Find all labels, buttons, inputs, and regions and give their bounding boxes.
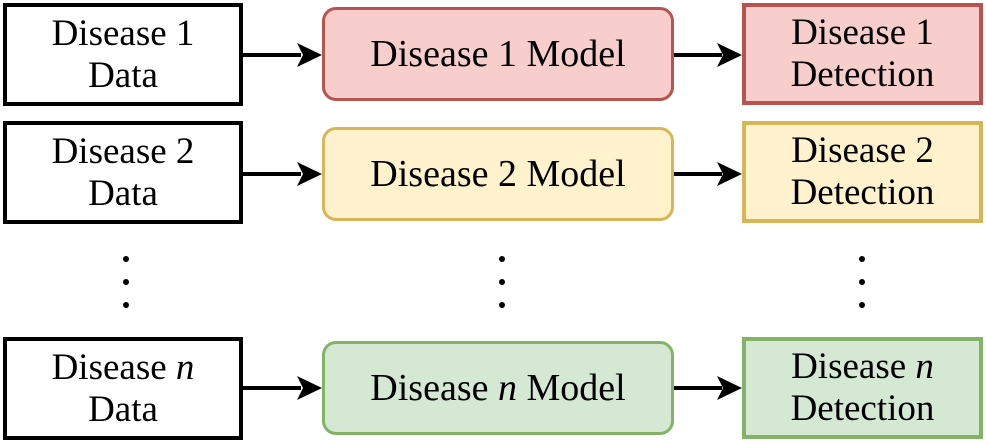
disease-n-model-suffix: Model (516, 367, 626, 409)
arrow-data-to-model-1 (243, 43, 322, 67)
disease-2-detection-title: Disease 2 (791, 130, 934, 171)
disease-n-detection-index: n (915, 346, 934, 387)
disease-1-model-prefix: Disease (370, 33, 498, 75)
disease-2-model-box: Disease 2 Model (322, 127, 674, 221)
arrow-model-to-detection-2 (674, 162, 742, 186)
arrow-data-to-model-n (243, 376, 322, 400)
disease-2-data-subtitle: Data (88, 172, 158, 214)
arrow-model-to-detection-n (674, 376, 742, 400)
disease-2-detection-box: Disease 2 Detection (742, 121, 983, 223)
disease-n-detection-title: Disease n (791, 346, 934, 388)
disease-n-data-prefix: Disease (51, 346, 176, 388)
disease-n-detection-prefix: Disease (791, 346, 916, 387)
disease-n-model-box: Disease n Model (322, 341, 674, 435)
disease-1-detection-box: Disease 1 Detection (742, 3, 983, 105)
disease-1-detection-title: Disease 1 (791, 12, 934, 53)
disease-n-detection-box: Disease n Detection (742, 337, 983, 439)
arrow-model-to-detection-1 (674, 43, 742, 67)
disease-2-data-box: Disease 2 Data (3, 121, 243, 224)
disease-n-data-subtitle: Data (88, 388, 158, 430)
disease-n-data-box: Disease n Data (3, 337, 243, 440)
disease-n-detection-subtitle: Detection (790, 388, 935, 429)
disease-2-data-title: Disease 2 (51, 130, 195, 172)
disease-2-model-suffix: Model (516, 153, 626, 195)
disease-1-model-index: 1 (497, 33, 517, 75)
disease-1-data-box: Disease 1 Data (3, 3, 243, 106)
disease-1-model-suffix: Model (516, 33, 626, 75)
disease-n-data-index: n (175, 346, 195, 388)
ellipsis-model-column (496, 256, 508, 312)
disease-1-data-title: Disease 1 (51, 12, 195, 54)
disease-n-data-title: Disease n (52, 347, 195, 389)
disease-n-model-index: n (497, 367, 517, 409)
disease-n-model-label: Disease n Model (370, 367, 625, 409)
arrow-data-to-model-2 (243, 162, 322, 186)
disease-2-detection-subtitle: Detection (790, 172, 935, 213)
ellipsis-data-column (120, 256, 132, 312)
disease-1-detection-subtitle: Detection (790, 54, 935, 95)
disease-n-model-prefix: Disease (370, 367, 498, 409)
disease-1-data-subtitle: Data (88, 54, 158, 96)
disease-1-model-box: Disease 1 Model (322, 7, 674, 101)
ellipsis-detection-column (856, 256, 868, 312)
disease-1-model-label: Disease 1 Model (370, 33, 625, 75)
disease-2-model-prefix: Disease (370, 153, 498, 195)
disease-2-model-index: 2 (497, 153, 517, 195)
disease-2-model-label: Disease 2 Model (370, 153, 625, 195)
